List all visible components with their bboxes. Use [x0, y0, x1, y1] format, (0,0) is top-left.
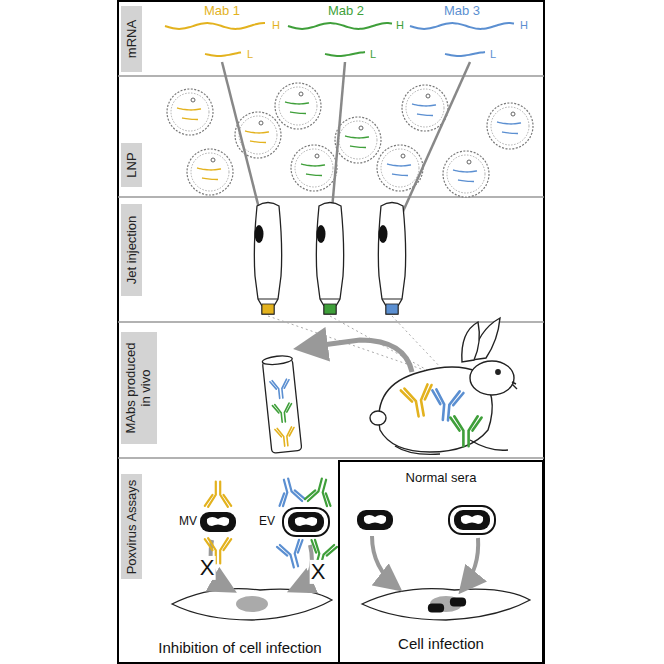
- lipid-nanoparticle: [235, 112, 281, 158]
- lipid-nanoparticle: [335, 117, 381, 163]
- jet-injector: [378, 203, 405, 315]
- sampling-arrow: [300, 340, 412, 372]
- antibody: [305, 476, 337, 507]
- internal-virion: [428, 604, 444, 613]
- chain-label: L: [489, 48, 497, 60]
- antibody: [205, 482, 231, 507]
- band-label-text: mRNA: [124, 20, 139, 58]
- band-label-text: LNP: [124, 152, 139, 177]
- nucleus: [236, 596, 268, 612]
- jet-injector: [316, 203, 343, 315]
- sample-tube: [262, 355, 302, 454]
- lipid-nanoparticle: [187, 149, 233, 195]
- panel-heading: Normal sera: [340, 470, 542, 485]
- ev-virion: [283, 508, 329, 536]
- virion-label: EV: [258, 515, 276, 528]
- antibody: [275, 427, 296, 447]
- panel-caption: Inhibition of cell infection: [157, 640, 322, 657]
- light-chain-mrna: [325, 52, 365, 56]
- lipid-nanoparticle: [275, 83, 321, 129]
- lipid-nanoparticle: [167, 89, 213, 135]
- mv-virion: [357, 510, 393, 530]
- cell: [362, 589, 530, 620]
- antibody: [450, 416, 481, 446]
- band-label-text: Poxvirus Assays: [124, 479, 139, 574]
- antibody-name: Mab 1: [203, 4, 241, 18]
- chain-label: H: [519, 19, 529, 31]
- infection-arrow: [462, 538, 478, 590]
- block-mark: X: [199, 556, 216, 580]
- antibody: [401, 384, 437, 419]
- antibody: [270, 379, 291, 399]
- infection-arrow: [372, 536, 398, 588]
- chain-label: H: [395, 19, 405, 31]
- band-label: mRNA: [121, 6, 142, 72]
- band-label: LNP: [121, 143, 142, 187]
- band-label: Poxvirus Assays: [121, 474, 142, 579]
- drawing: [165, 23, 533, 620]
- internal-virion: [450, 598, 466, 607]
- lipid-nanoparticle: [443, 151, 489, 197]
- mv-virion: [200, 512, 236, 532]
- panel-caption: Cell infection: [340, 635, 542, 652]
- chain-label: L: [246, 48, 254, 60]
- light-chain-mrna: [445, 52, 485, 56]
- antibody: [273, 476, 305, 507]
- ev-virion: [449, 506, 495, 534]
- antibody-name: Mab 3: [443, 4, 481, 18]
- band-label-text: Jet injection: [124, 216, 139, 285]
- outer-frame: [118, 1, 544, 663]
- light-chain-mrna: [205, 52, 241, 55]
- heavy-chain-mrna: [288, 23, 392, 29]
- antibody-name: Mab 2: [327, 4, 365, 18]
- chain-label: H: [271, 19, 281, 31]
- band-label-text: MAbs produced in vivo: [124, 339, 154, 437]
- virion-label: MV: [178, 515, 198, 528]
- band-label: MAbs produced in vivo: [121, 332, 157, 444]
- antibody: [430, 389, 464, 422]
- band-label: Jet injection: [121, 204, 142, 296]
- panel: Normal seraCell infection: [338, 460, 544, 664]
- lipid-nanoparticle: [291, 145, 337, 191]
- lipid-nanoparticle: [487, 103, 533, 149]
- rabbit: [370, 318, 517, 454]
- block-mark: X: [310, 560, 327, 584]
- chain-label: L: [369, 48, 377, 60]
- band-dividers: [118, 76, 544, 458]
- antibody: [272, 403, 293, 423]
- heavy-chain-mrna: [410, 23, 514, 29]
- heavy-chain-mrna: [165, 23, 265, 29]
- cell: [172, 589, 332, 620]
- jet-injector: [254, 203, 281, 315]
- antibody: [277, 539, 309, 570]
